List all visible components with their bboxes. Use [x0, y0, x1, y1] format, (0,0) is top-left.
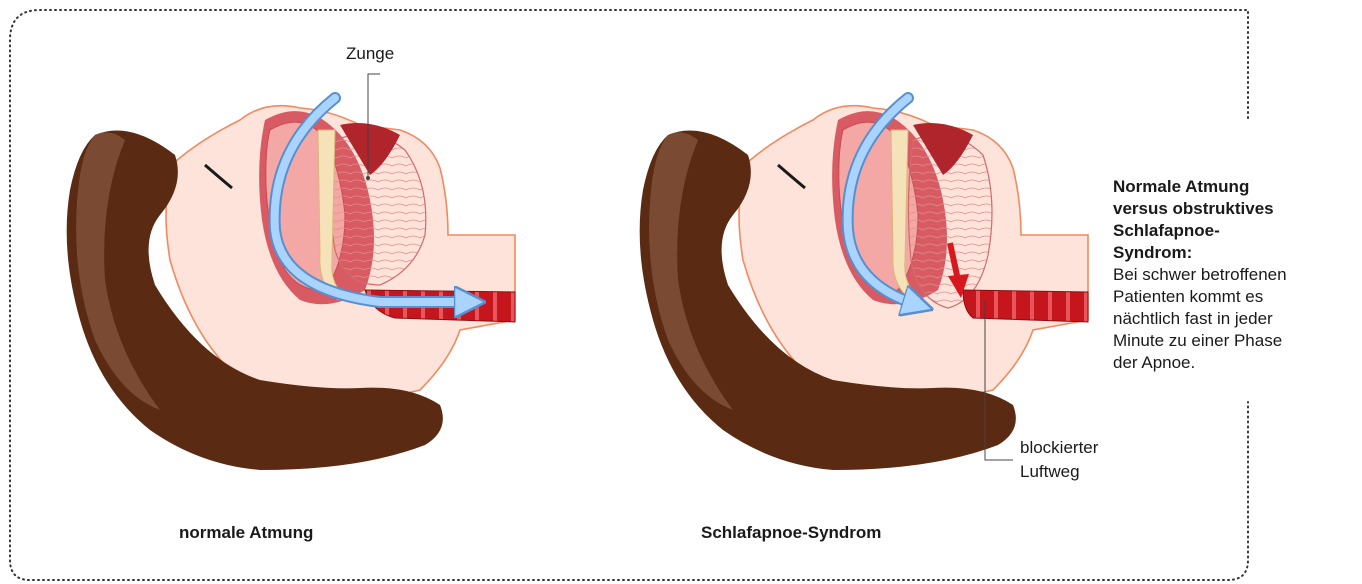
side-description: Normale Atmung versus obstruktives Schla… [1113, 176, 1362, 374]
blocked-airway-label-line1: blockierter [1020, 437, 1098, 459]
blocked-airway-label-line2: Luftweg [1020, 461, 1080, 483]
side-body-line: nächtlich fast in jeder [1113, 308, 1362, 330]
side-title-line: Normale Atmung [1113, 176, 1362, 198]
tongue-label: Zunge [346, 43, 394, 65]
tongue-pointer-dot [366, 176, 370, 180]
side-body-line: der Apnoe. [1113, 352, 1362, 374]
caption-sleep-apnea: Schlafapnoe-Syndrom [701, 523, 881, 543]
trachea [963, 290, 1088, 322]
side-title-line: versus obstruktives [1113, 198, 1362, 220]
caption-normal-breathing: normale Atmung [179, 523, 313, 543]
side-title-line: Schlafapnoe- [1113, 220, 1362, 242]
side-title-line: Syndrom: [1113, 242, 1362, 264]
head-apnea [640, 98, 1088, 470]
head-normal [67, 74, 515, 470]
side-body-line: Patienten kommt es [1113, 286, 1362, 308]
side-body-line: Minute zu einer Phase [1113, 330, 1362, 352]
side-body-line: Bei schwer betroffenen [1113, 264, 1362, 286]
